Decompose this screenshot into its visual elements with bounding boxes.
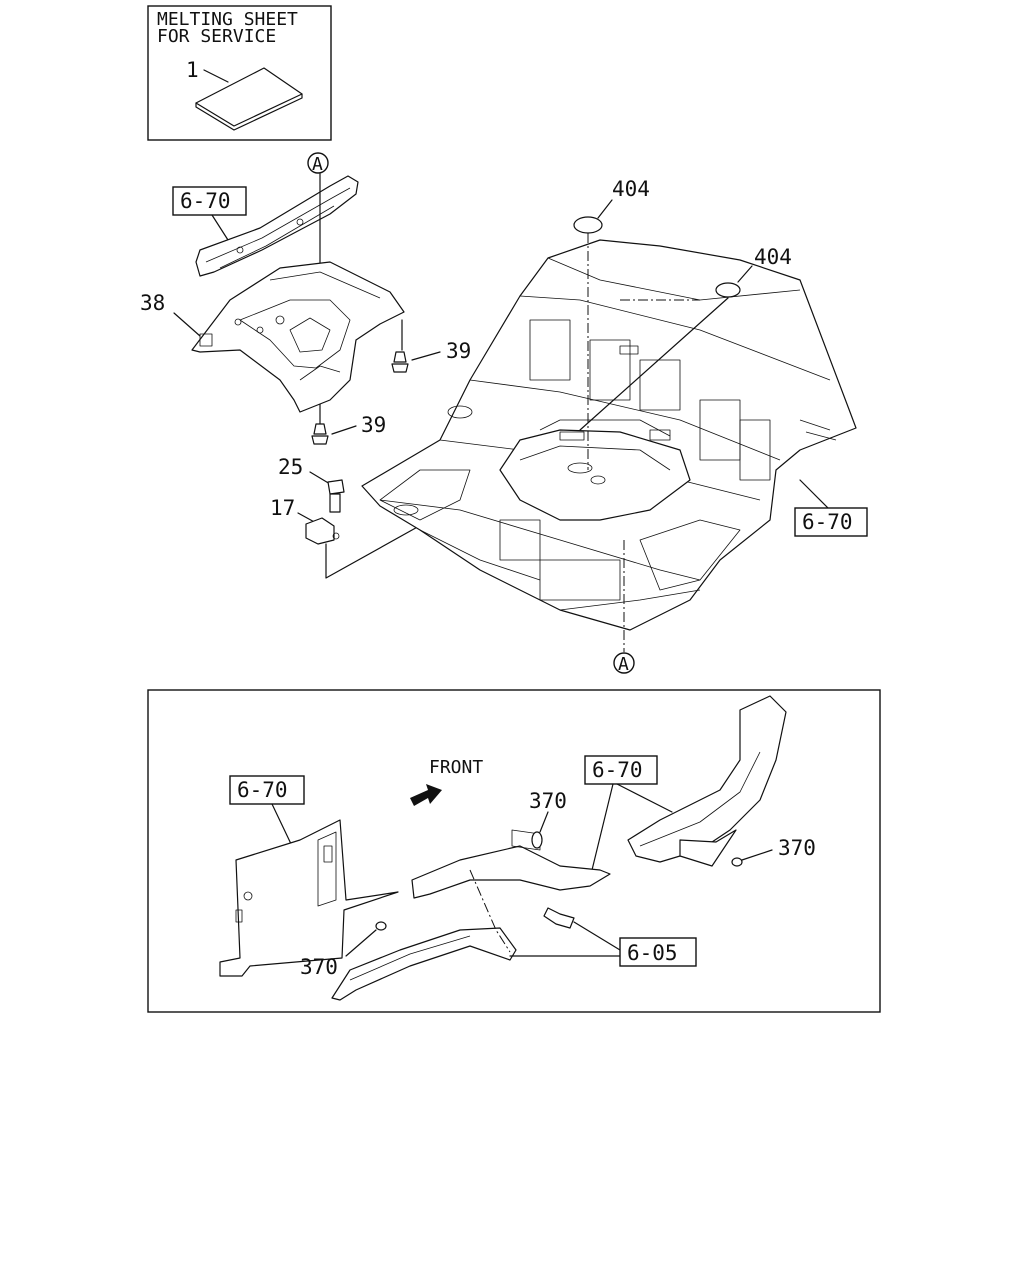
callout-17: 17 — [270, 496, 295, 520]
melting-sheet-title-line2: FOR SERVICE — [157, 26, 276, 47]
ref-6-70-inset-mid: 6-70 — [592, 758, 643, 782]
bracket-17: 17 — [270, 496, 431, 579]
inset-panel: FRONT 6-70 370 6-70 370 370 — [147, 689, 881, 1013]
callout-1: 1 — [186, 58, 199, 82]
callout-370-mid: 370 — [529, 789, 567, 813]
callout-370-right: 370 — [778, 836, 816, 860]
ref-6-70-top: 6-70 — [180, 189, 231, 213]
rear-floor-panel: 38 — [140, 261, 405, 413]
front-label: FRONT — [429, 757, 483, 778]
bolt-6-05 — [543, 907, 575, 929]
side-sill-inner — [411, 845, 611, 899]
front-arrow-icon — [410, 784, 442, 806]
callout-404-right: 404 — [754, 245, 792, 269]
callout-39-lower: 39 — [361, 413, 386, 437]
svg-text:A: A — [312, 154, 323, 175]
rear-rail-upper: 6-70 — [172, 175, 359, 277]
reference-mark-a-bottom: A — [613, 540, 635, 675]
callout-404-left: 404 — [612, 177, 650, 201]
ref-6-70-right: 6-70 — [802, 510, 853, 534]
melting-sheet-panel: MELTING SHEET FOR SERVICE 1 — [147, 5, 332, 141]
melting-sheet-title-line1: MELTING SHEET — [157, 9, 298, 30]
ref-6-70-right-group: 6-70 — [794, 479, 868, 537]
clip-39-upper: 39 — [391, 319, 471, 373]
callout-39-upper: 39 — [446, 339, 471, 363]
callout-370-left: 370 — [300, 955, 338, 979]
callout-38: 38 — [140, 291, 165, 315]
side-sill-outer — [331, 927, 517, 1001]
pad-404-left: 404 — [573, 177, 650, 470]
center-tunnel — [499, 429, 691, 521]
bolt-25: 25 — [278, 455, 345, 513]
ref-6-70-inset-left: 6-70 — [237, 778, 288, 802]
main-floor-assembly — [361, 239, 857, 631]
ref-6-05: 6-05 — [627, 941, 678, 965]
clip-39-lower: 39 — [311, 413, 386, 445]
quarter-inner-panel — [219, 819, 399, 977]
rear-side-member — [627, 695, 787, 863]
pad-404-right: 404 — [579, 245, 792, 431]
callout-25: 25 — [278, 455, 303, 479]
svg-text:A: A — [618, 654, 629, 675]
